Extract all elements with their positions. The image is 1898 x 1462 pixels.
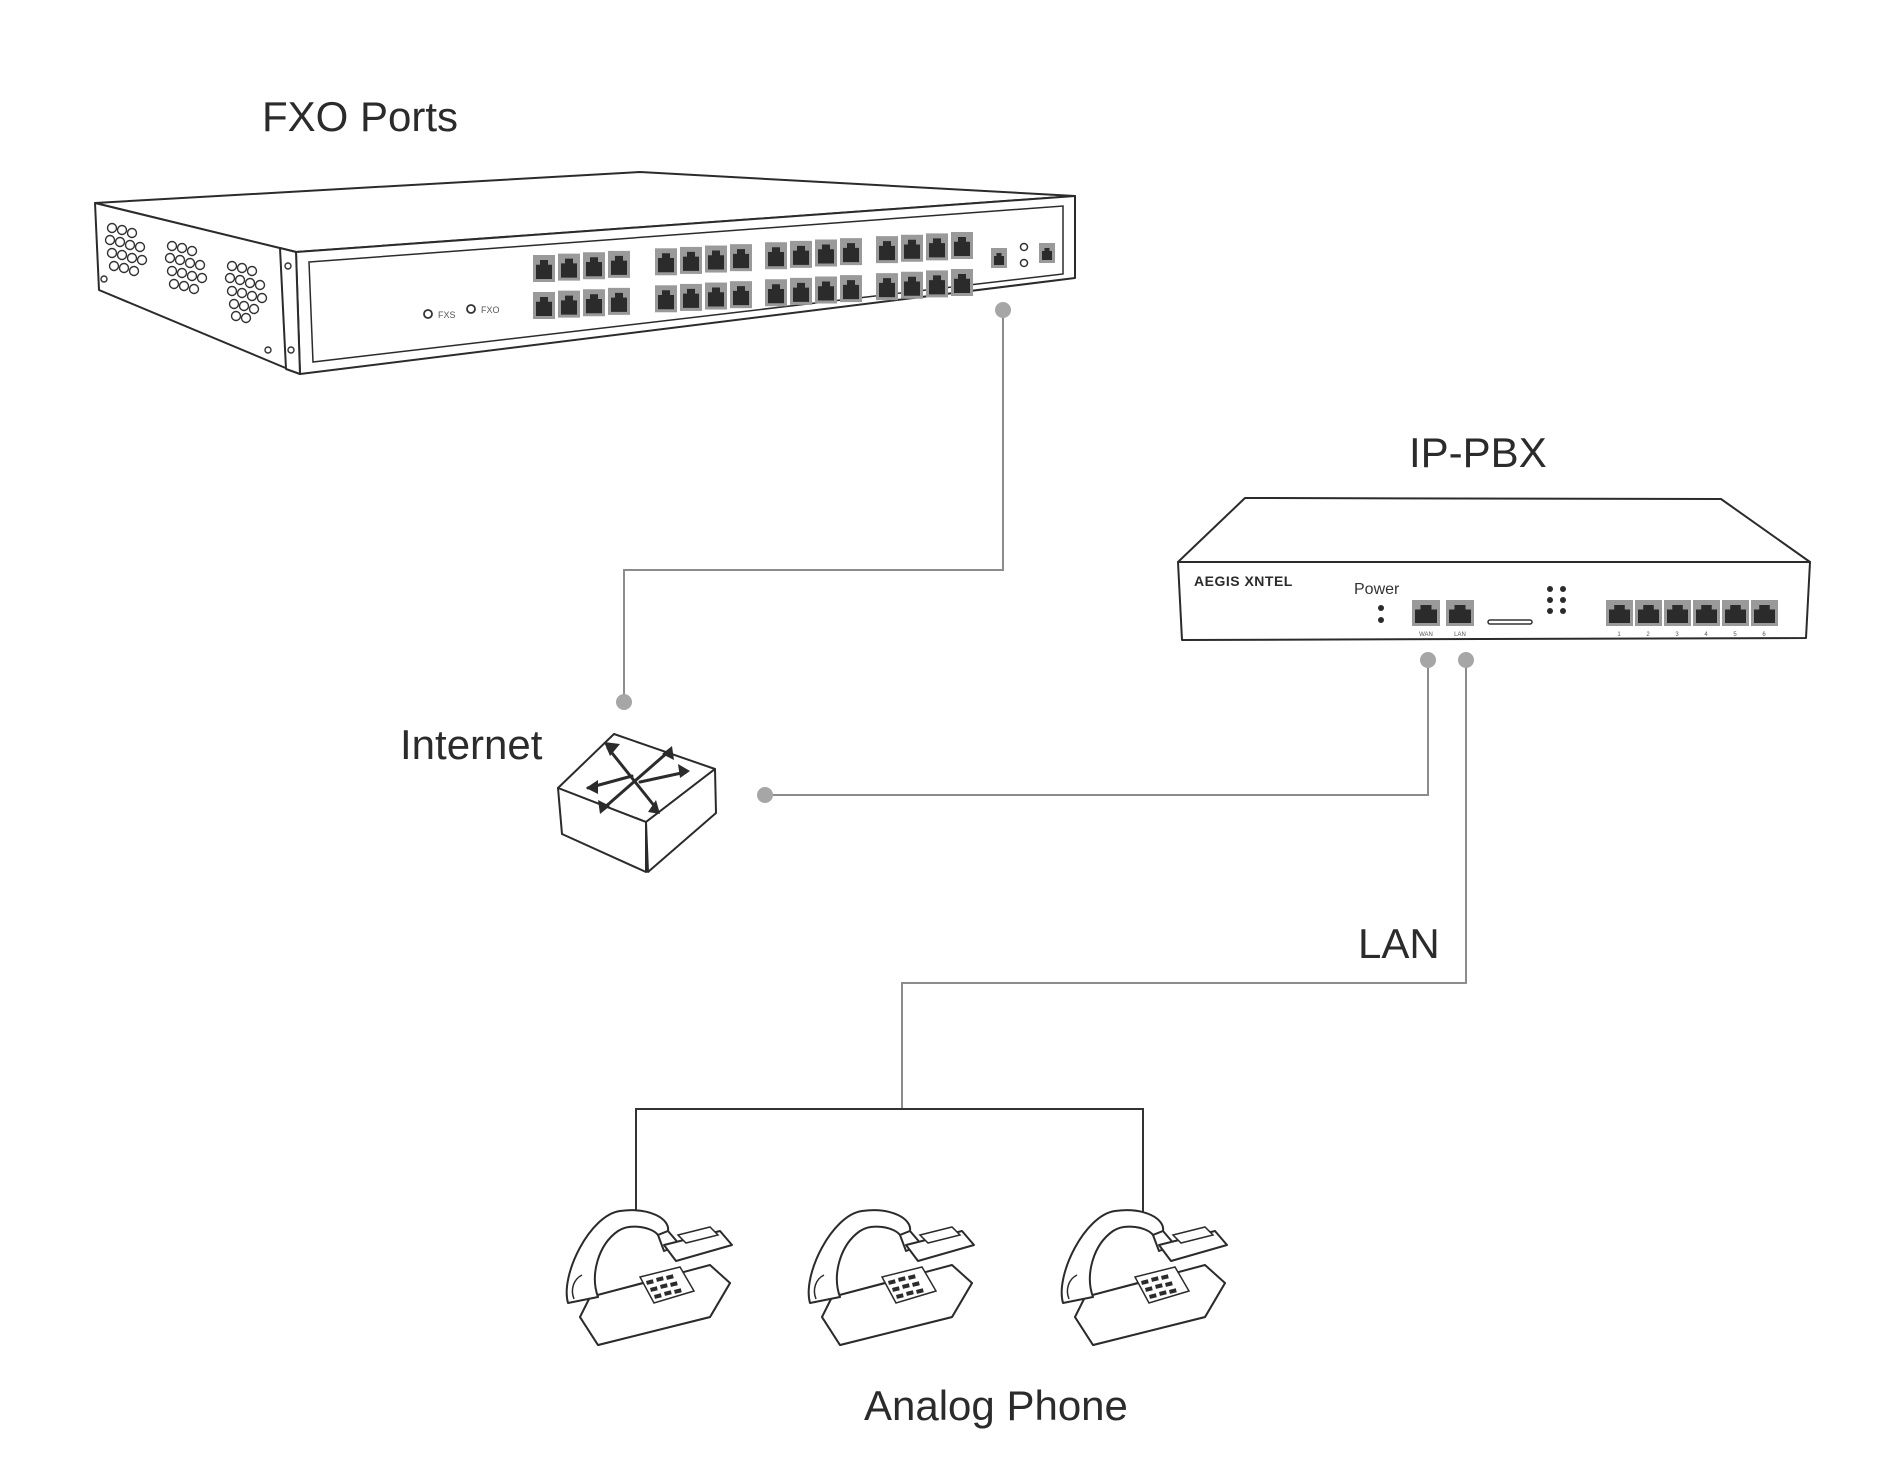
internet-label: Internet [400, 721, 543, 768]
port-caption: LAN [1454, 632, 1466, 638]
power-label: Power [1354, 581, 1400, 598]
rj11-port [790, 240, 812, 268]
fxo-uplink-connector [995, 302, 1011, 318]
ip-pbx-label: IP-PBX [1409, 429, 1547, 476]
rj11-port [655, 248, 677, 276]
port-caption: WAN [1419, 632, 1433, 638]
rj11-port [680, 246, 702, 274]
lan-label: LAN [1358, 920, 1440, 967]
port-caption: 6 [1762, 632, 1766, 638]
rj11-port [705, 245, 727, 273]
rj11-port [608, 250, 630, 278]
pbx-box-icon: AEGIS XNTEL Power WAN LAN 1 2 3 4 5 6 [1177, 497, 1811, 641]
internet-side-connector [757, 787, 773, 803]
rj11-port [876, 273, 898, 301]
rj11-port [840, 275, 862, 303]
rj45-port [1693, 600, 1720, 626]
rj11-port [951, 269, 973, 297]
connection-wires [623, 310, 1467, 1212]
pbx-status-leds [1547, 586, 1566, 614]
rj45-port [1446, 600, 1474, 626]
rj45-port [1412, 600, 1440, 626]
rj11-port [558, 290, 580, 318]
rj11-port [583, 289, 605, 317]
port-caption: 3 [1675, 632, 1679, 638]
rj11-port [815, 276, 837, 304]
rj11-port [608, 287, 630, 315]
fxo-gateway-icon: FXS FXO [94, 171, 1076, 375]
fxo-port-array [533, 232, 1055, 319]
rj11-port [926, 270, 948, 298]
rj11-port [583, 252, 605, 280]
pbx-lan-wire [901, 660, 1467, 1109]
rj11-port [533, 255, 555, 282]
internet-to-pbx-wan-wire [765, 660, 1429, 796]
rj45-port [1606, 600, 1633, 626]
uplink-port [1039, 243, 1055, 263]
pbx-card-slot [1487, 619, 1533, 625]
pbx-extension-ports: 1 2 3 4 5 6 [1606, 600, 1778, 638]
rj11-port [815, 239, 837, 267]
rj11-port [765, 242, 787, 270]
rj45-port [1664, 600, 1691, 626]
rj45-port [1722, 600, 1749, 626]
fxs-led-label: FXS [438, 310, 456, 320]
phone-branch-wire [635, 1108, 1144, 1212]
rj11-port [655, 285, 677, 313]
analog-phone-label: Analog Phone [864, 1382, 1128, 1429]
internet-top-connector [616, 694, 632, 710]
rj11-port [730, 281, 752, 309]
rj11-port [705, 282, 727, 310]
rj11-port [876, 236, 898, 264]
rj11-port [951, 232, 973, 260]
rj11-port [901, 271, 923, 299]
rj11-port [901, 234, 923, 262]
rj45-port [1751, 600, 1778, 626]
desk-phone-icon [1060, 1209, 1228, 1346]
fxo-to-internet-wire [623, 310, 1004, 702]
uplink-port [991, 248, 1007, 268]
pbx-lan-connector [1458, 652, 1474, 668]
rj45-port [1635, 600, 1662, 626]
connector-dots [616, 302, 1474, 803]
port-caption: 4 [1704, 632, 1708, 638]
desk-phone-icon [565, 1209, 733, 1346]
rj11-port [840, 238, 862, 266]
port-caption: 5 [1733, 632, 1737, 638]
desk-phone-icon [807, 1209, 975, 1346]
router-icon [557, 733, 717, 873]
pbx-wan-connector [1420, 652, 1436, 668]
pbx-brand-logo: AEGIS XNTEL [1194, 573, 1293, 589]
rj11-port [790, 277, 812, 305]
rj11-port [558, 253, 580, 281]
fxo-ports-label: FXO Ports [262, 93, 458, 140]
rj11-port [533, 292, 555, 319]
rj11-port [730, 244, 752, 272]
port-caption: 2 [1646, 632, 1650, 638]
pbx-uplink-ports: WAN LAN [1412, 600, 1474, 638]
port-caption: 1 [1617, 632, 1621, 638]
rj11-port [765, 279, 787, 307]
fxo-led-label: FXO [481, 305, 500, 315]
rj11-port [926, 233, 948, 261]
rj11-port [680, 283, 702, 311]
